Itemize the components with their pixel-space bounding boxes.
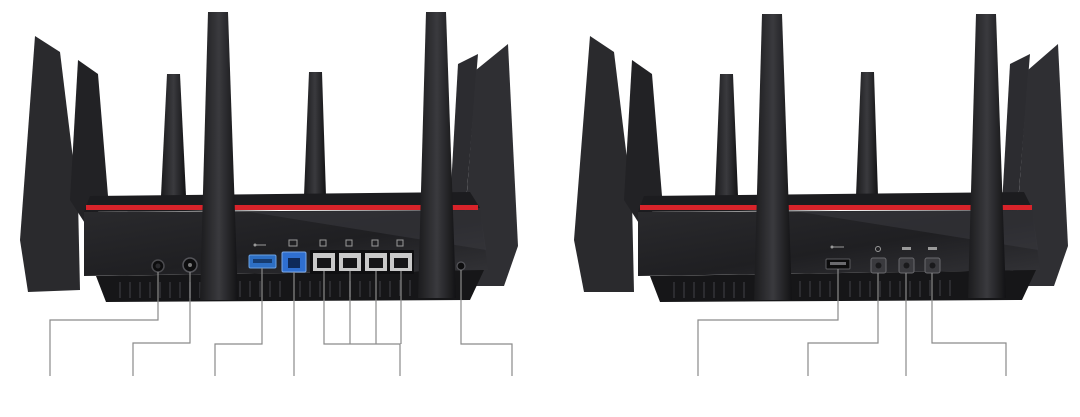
usb-icon <box>830 245 844 249</box>
wan-port[interactable] <box>281 251 307 273</box>
lan-port-4[interactable] <box>390 253 412 271</box>
antenna-back-right <box>856 72 878 196</box>
lan-port-2[interactable] <box>339 253 361 271</box>
antenna-front-right <box>968 14 1006 298</box>
antenna-fin-far-left <box>20 36 80 292</box>
callout-lines-right <box>697 269 1007 376</box>
red-accent-strip <box>86 205 478 210</box>
antenna-front-left <box>200 12 238 300</box>
led-button-icon <box>875 246 881 252</box>
callout-power-button <box>49 272 159 376</box>
antenna-front-right <box>418 12 456 298</box>
callout-lan <box>323 271 401 376</box>
callout-usb-2 <box>697 269 839 376</box>
callout-lines-left <box>49 268 513 376</box>
antenna-front-left <box>754 14 792 300</box>
power-button[interactable] <box>151 259 165 273</box>
antenna-fin-left <box>70 60 108 228</box>
antenna-fin-left <box>624 60 662 228</box>
lan-port-1[interactable] <box>313 253 335 271</box>
wifi-button[interactable] <box>924 257 941 274</box>
callout-led <box>807 273 879 376</box>
led-button[interactable] <box>870 257 887 274</box>
antenna-back-left <box>715 74 738 196</box>
usb-icon <box>253 243 266 247</box>
vent-slots <box>673 280 991 298</box>
red-accent-strip <box>640 205 1032 210</box>
router-vent-base <box>96 270 484 302</box>
antenna-fin-far-left <box>574 36 634 292</box>
router-back-view-left <box>20 12 518 376</box>
callout-reset <box>460 270 513 376</box>
router-back-view-right <box>574 14 1068 376</box>
callout-dc-in <box>132 272 191 376</box>
wifi-button-icon <box>928 247 937 250</box>
wps-button[interactable] <box>898 257 915 274</box>
usb-2-port[interactable] <box>825 258 851 270</box>
callout-usb <box>214 268 263 376</box>
ethernet-port-icon <box>319 239 404 247</box>
callout-wifi <box>931 273 1007 376</box>
reset-button[interactable] <box>456 261 466 271</box>
antenna-back-right <box>304 72 326 196</box>
lan-port-group <box>310 239 414 274</box>
usb-3-port[interactable] <box>248 254 277 269</box>
antenna-back-left <box>161 74 186 196</box>
lan-port-3[interactable] <box>365 253 387 271</box>
wps-button-icon <box>902 247 911 250</box>
wan-port-icon <box>288 239 298 247</box>
dc-in-port[interactable] <box>182 257 198 273</box>
